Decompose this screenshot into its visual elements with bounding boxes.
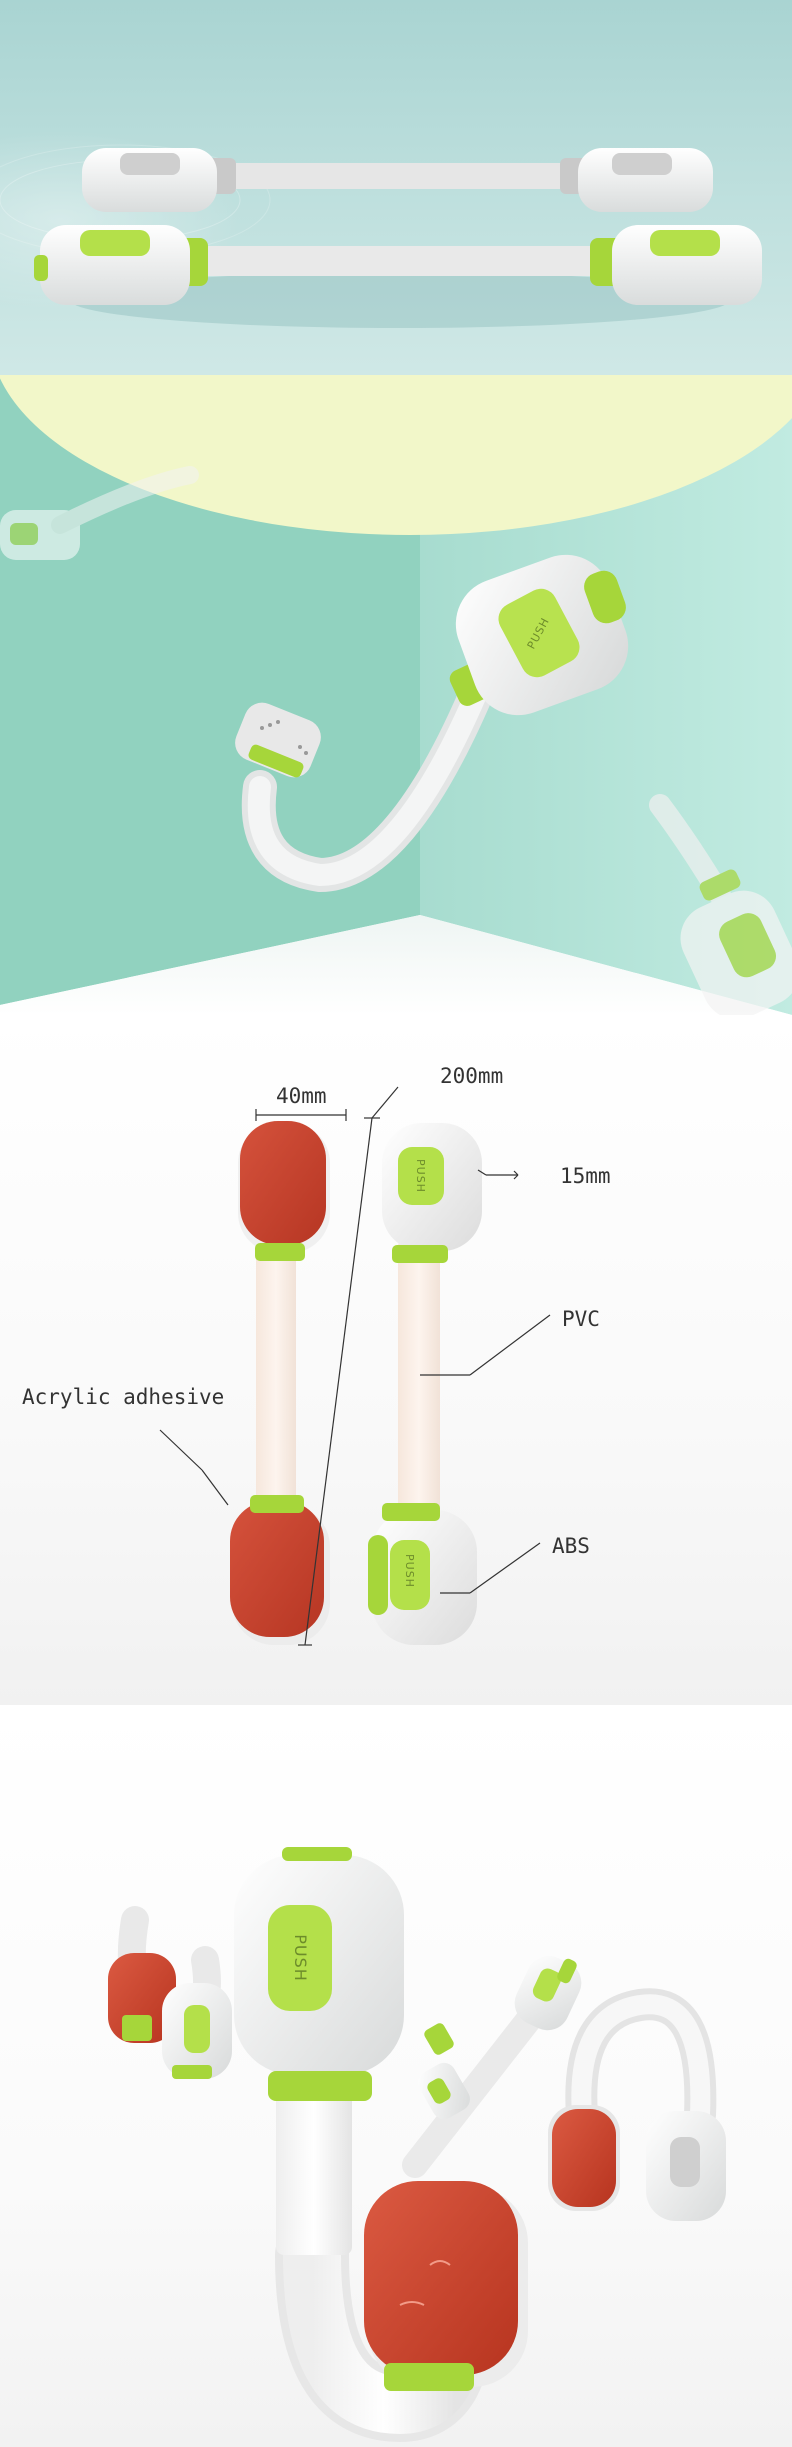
floor-shadow (70, 272, 730, 328)
corner-scene: PUSH (0, 375, 792, 1015)
body-material-label: ABS (552, 1534, 590, 1558)
lock-adhesive-side (230, 1121, 330, 1645)
length-label: 200mm (440, 1064, 503, 1088)
product-group-shot: PUSH (0, 1705, 792, 2447)
lock-button-side: PUSH PUSH (368, 1123, 482, 1645)
specification-diagram: PUSH PUSH (0, 1015, 792, 1705)
thickness-label: 15mm (560, 1164, 611, 1188)
lock-green (34, 225, 762, 305)
lock-gray (82, 148, 713, 212)
floor (0, 915, 792, 1015)
width-label: 40mm (276, 1084, 327, 1108)
corner-lock-illustration: PUSH (0, 375, 792, 1015)
lock-gray-curved (548, 1988, 726, 2221)
hero-banner-two-locks (0, 0, 792, 375)
main-corner-lock: PUSH (235, 554, 629, 893)
dimension-lines (159, 1086, 551, 1646)
spec-illustration: PUSH PUSH (22, 1064, 611, 1646)
large-lock-center: PUSH (234, 1847, 528, 2443)
ceiling-light (0, 375, 792, 535)
two-locks-illustration (0, 130, 762, 328)
group-illustration: PUSH (108, 1847, 726, 2443)
left-wall (0, 375, 420, 1005)
blurred-lock-right (649, 794, 792, 1015)
small-lock-left (108, 1906, 232, 2079)
adhesive-material-label: Acrylic adhesive (22, 1385, 224, 1409)
push-button-label-top: PUSH (414, 1159, 427, 1193)
diagonal-lock (402, 1955, 582, 2178)
blurred-lock-left (0, 466, 199, 560)
push-button-label-large: PUSH (291, 1934, 310, 1982)
push-button-label-bottom: PUSH (403, 1554, 416, 1588)
strap-material-label: PVC (562, 1307, 600, 1331)
